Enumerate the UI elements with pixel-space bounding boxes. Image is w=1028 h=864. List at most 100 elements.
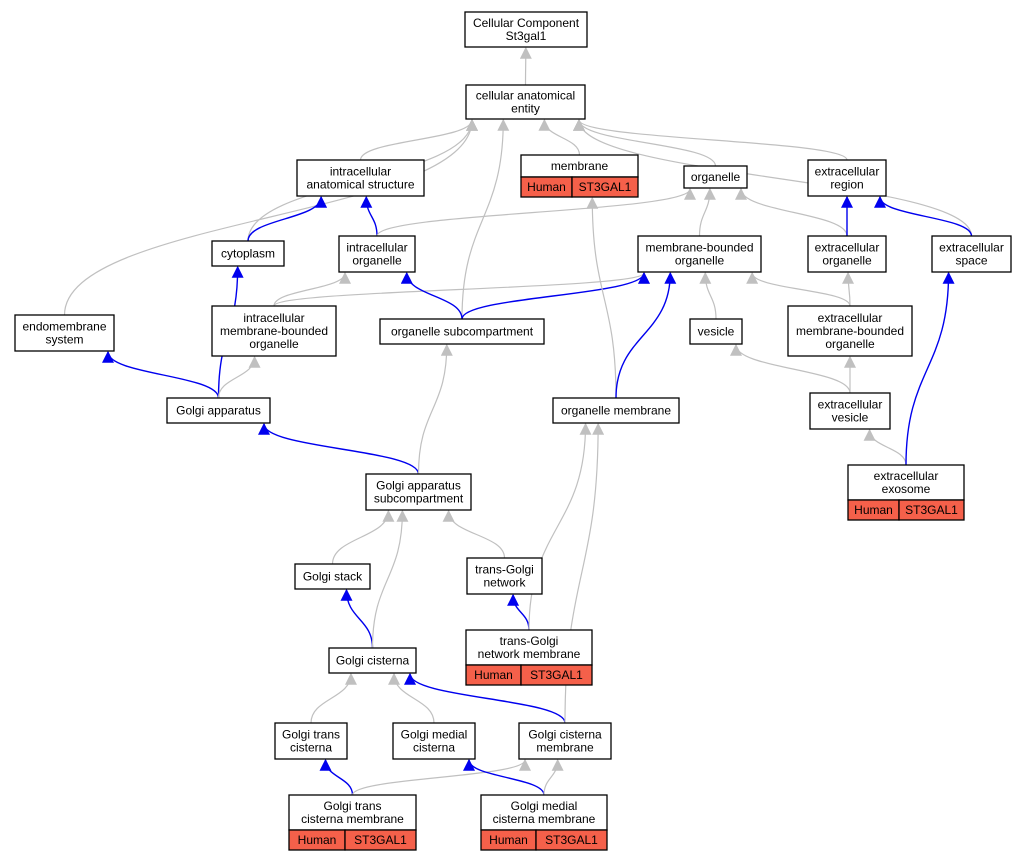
edge-part-of-cytoplasm-to-ias <box>247 195 328 242</box>
node-label: Golgi medial <box>511 799 578 813</box>
node-gstack[interactable]: Golgi stack <box>294 563 371 590</box>
node-osub[interactable]: organelle subcompartment <box>379 318 545 345</box>
node-label: vesicle <box>832 411 869 425</box>
node-box <box>787 305 913 357</box>
node-label: Golgi cisterna <box>528 728 602 742</box>
node-label: organelle <box>825 337 875 351</box>
node-orgmem[interactable]: organelle membrane <box>552 397 680 424</box>
node-label: membrane-bounded <box>220 324 328 338</box>
edge-is-a-ecves-to-vesicle <box>730 343 851 394</box>
edge-is-a-icorg-to-organelle <box>376 187 696 237</box>
edge-is-a-imbo-to-icorg <box>273 271 351 307</box>
edge-is-a-orgmem-to-membrane <box>586 196 617 399</box>
edge-is-a-endo-to-cae <box>63 118 478 316</box>
edge-part-of-golgi-to-endo <box>102 350 220 399</box>
node-box <box>379 318 545 345</box>
node-label: extracellular <box>939 241 1004 255</box>
node-label: network membrane <box>478 647 581 661</box>
edge-is-a-mbo-to-organelle <box>698 187 716 237</box>
annotation-species: Human <box>527 180 566 194</box>
node-label: cisterna <box>413 741 455 755</box>
node-box <box>807 235 887 273</box>
node-box <box>480 794 608 831</box>
edge-is-a-membrane-to-cae <box>538 118 581 156</box>
edge-part-of-tgnm-to-tgn <box>507 593 530 631</box>
edge-is-a-gtc-to-gcis <box>310 672 357 724</box>
edge-part-of-gmcm-to-gmc <box>463 758 545 796</box>
node-label: membrane-bounded <box>796 324 904 338</box>
node-label: Cellular Component <box>473 16 580 30</box>
node-label: extracellular <box>815 241 880 255</box>
node-label: cellular anatomical <box>476 89 575 103</box>
node-box <box>807 159 887 197</box>
edge-is-a-gas-to-osub <box>417 343 453 475</box>
node-box <box>683 165 748 189</box>
edge-is-a-exo-to-ecves <box>863 428 907 466</box>
node-organelle[interactable]: organelle <box>683 165 748 189</box>
node-label: extracellular <box>818 311 883 325</box>
edge-is-a-golgi-to-imbo <box>217 355 261 399</box>
node-box <box>211 240 285 267</box>
edge-part-of-gtcm-to-gtc <box>319 758 354 796</box>
annotation-gene-cell <box>520 664 593 686</box>
node-label: network <box>483 576 526 590</box>
edge-part-of-gcis-to-gstack <box>340 588 374 649</box>
node-label: subcompartment <box>374 492 464 506</box>
edge-is-a-ecr-to-cae <box>573 118 848 161</box>
node-label: anatomical structure <box>306 178 414 192</box>
edge-is-a-tgn-to-gas <box>442 509 506 559</box>
node-label: Golgi trans <box>282 728 340 742</box>
node-gcis[interactable]: Golgi cisterna <box>328 647 417 674</box>
annotation-species: Human <box>474 668 513 682</box>
node-label: exosome <box>882 482 931 496</box>
edge-is-a-gmcm-to-gcm <box>543 758 564 796</box>
node-label: Golgi stack <box>303 570 363 584</box>
node-box <box>466 557 543 595</box>
node-label: membrane <box>551 159 609 173</box>
node-label: membrane-bounded <box>645 241 753 255</box>
annotation-gene: ST3GAL1 <box>579 180 632 194</box>
node-box <box>465 629 593 666</box>
node-label: cisterna <box>290 741 332 755</box>
edge-is-a-gtcm-to-gcm <box>351 758 531 796</box>
edge-is-a-embo-to-ecorg <box>842 271 855 307</box>
annotation-species: Human <box>854 503 893 517</box>
node-golgi[interactable]: Golgi apparatus <box>166 397 271 424</box>
node-box <box>464 11 588 48</box>
edge-is-a-gstack-to-gas <box>331 509 395 565</box>
node-label: cisterna membrane <box>493 812 596 826</box>
node-box <box>328 647 417 674</box>
edges-layer <box>63 46 973 796</box>
node-label: organelle <box>352 254 402 268</box>
node-vesicle[interactable]: vesicle <box>689 318 743 345</box>
node-label: system <box>45 333 83 347</box>
annotation-gene-cell <box>571 176 639 198</box>
node-cytoplasm[interactable]: cytoplasm <box>211 240 285 267</box>
edge-is-a-ecspace-to-cae <box>573 118 973 237</box>
node-label: intracellular <box>330 165 391 179</box>
edge-part-of-orgmem-to-mbo <box>615 271 677 399</box>
